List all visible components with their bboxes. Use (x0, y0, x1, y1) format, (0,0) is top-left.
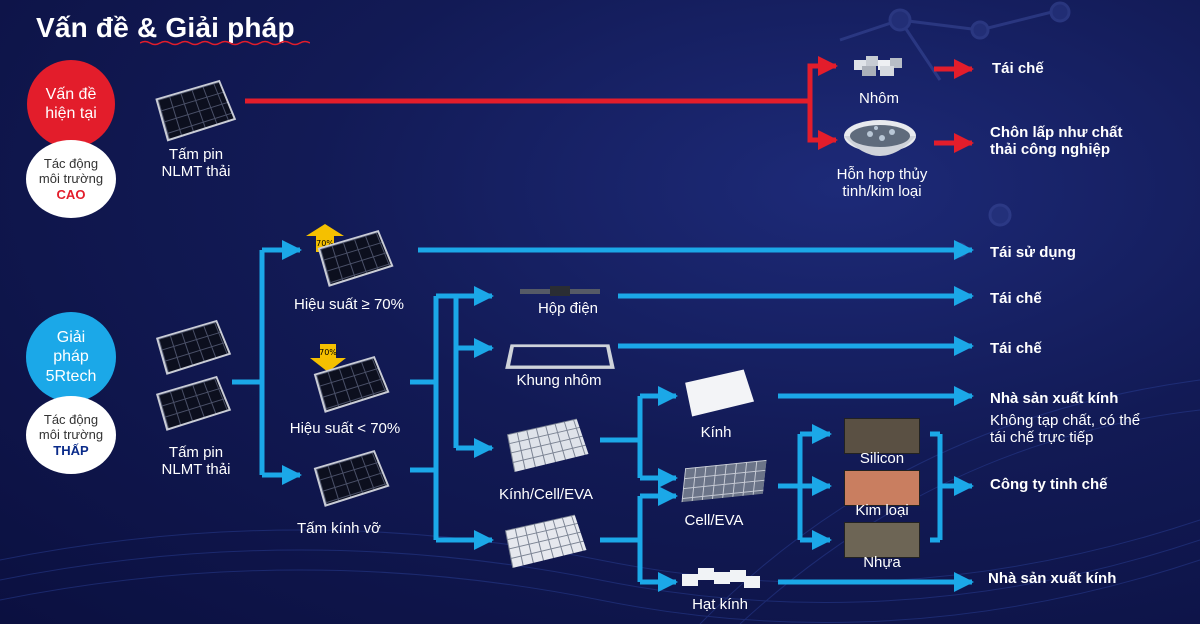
output-glass-note: Không tạp chất, có thể tái chế trực tiếp (990, 412, 1140, 446)
solution-panel-label: Tấm pin NLMT thải (148, 444, 244, 478)
glass-label: Kính (686, 424, 746, 441)
junction-box-label: Hộp điện (520, 300, 616, 317)
current-panel-label-1: Tấm pin (148, 146, 244, 163)
plastic-label: Nhựa (844, 554, 920, 571)
output-landfill: Chôn lấp như chất thải công nghiệp (990, 124, 1123, 158)
solution-panel-label-2: NLMT thải (148, 461, 244, 478)
output-recycle-2: Tái chế (990, 340, 1042, 357)
metal-sample-image (844, 470, 920, 506)
metal-label: Kim loại (844, 502, 920, 519)
aluminum-scrap-image (852, 52, 906, 78)
glass-beads-image (680, 564, 764, 590)
broken-label: Tấm kính vỡ (284, 520, 394, 537)
current-panel-label-2: NLMT thải (148, 163, 244, 180)
output-landfill-1: Chôn lấp như chất (990, 124, 1123, 141)
cell-eva-label: Cell/EVA (674, 512, 754, 529)
glass-beads-label: Hạt kính (678, 596, 762, 613)
mixed-label: Hỗn hợp thủy tinh/kim loại (830, 166, 934, 200)
al-frame-label: Khung nhôm (500, 372, 618, 389)
glass-cell-eva-label: Kính/Cell/EVA (486, 486, 606, 503)
output-glass-note-2: tái chế trực tiếp (990, 429, 1140, 446)
eff-high-label: Hiệu suất ≥ 70% (284, 296, 414, 313)
output-glass-maker: Nhà sản xuất kính (990, 390, 1118, 407)
junction-box-image (520, 286, 600, 298)
output-recycle-current: Tái chế (992, 60, 1044, 77)
silicon-label: Silicon (844, 450, 920, 467)
plastic-sample-image (844, 522, 920, 558)
current-panel-label: Tấm pin NLMT thải (148, 146, 244, 180)
aluminum-frame-image (505, 344, 615, 369)
output-glass-maker-2: Nhà sản xuất kính (988, 570, 1116, 587)
output-refiner: Công ty tinh chế (990, 476, 1108, 493)
aluminum-label: Nhôm (846, 90, 912, 107)
eff-low-label: Hiệu suất < 70% (280, 420, 410, 437)
silicon-sample-image (844, 418, 920, 454)
output-landfill-2: thải công nghiệp (990, 141, 1123, 158)
output-recycle-1: Tái chế (990, 290, 1042, 307)
mixed-glass-metal-bowl-image (842, 116, 918, 166)
solution-panel-label-1: Tấm pin (148, 444, 244, 461)
output-glass-note-1: Không tạp chất, có thể (990, 412, 1140, 429)
mixed-label-2: tinh/kim loại (830, 183, 934, 200)
output-reuse: Tái sử dụng (990, 244, 1076, 261)
mixed-label-1: Hỗn hợp thủy (830, 166, 934, 183)
badge-70-down: 70% (319, 348, 337, 357)
